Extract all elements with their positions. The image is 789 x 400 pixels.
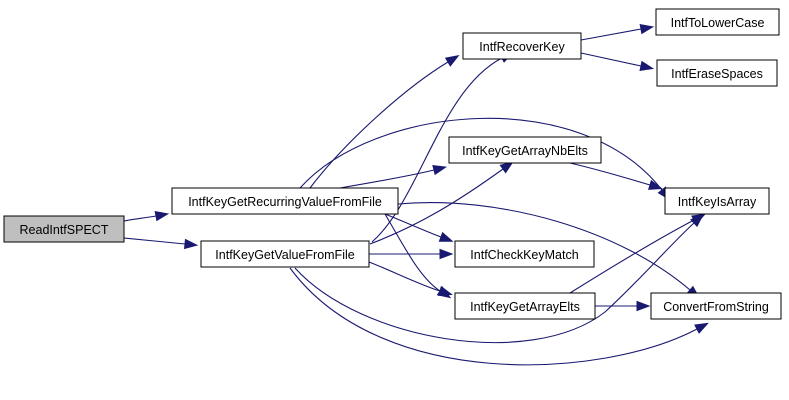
node-box[interactable] bbox=[650, 292, 782, 320]
edge-getvalue-to-convert bbox=[289, 267, 709, 366]
edge-recoverkey-to-tolower bbox=[580, 23, 655, 41]
edge-line bbox=[384, 213, 441, 292]
node-erasespaces[interactable]: IntfEraseSpaces bbox=[656, 59, 778, 87]
arrowhead-icon bbox=[636, 300, 651, 312]
node-box[interactable] bbox=[454, 240, 595, 268]
arrowhead-icon bbox=[691, 213, 706, 225]
node-recoverkey[interactable]: IntfRecoverKey bbox=[462, 32, 582, 60]
node-isarray[interactable]: IntfKeyIsArray bbox=[664, 187, 770, 215]
edge-line bbox=[309, 61, 449, 189]
node-label: IntfCheckKeyMatch bbox=[470, 248, 578, 262]
arrowhead-icon bbox=[694, 322, 709, 334]
edge-recurring-to-checkmatch bbox=[384, 213, 454, 242]
node-box[interactable] bbox=[171, 187, 399, 215]
edge-readintf-to-recurring bbox=[123, 210, 170, 222]
edge-line bbox=[384, 213, 442, 238]
arrowhead-icon bbox=[183, 238, 199, 250]
node-readintf[interactable]: ReadIntfSPECT bbox=[3, 215, 125, 243]
node-label: IntfKeyGetRecurringValueFromFile bbox=[188, 195, 382, 209]
edge-line bbox=[580, 52, 642, 67]
arrowhead-icon bbox=[639, 60, 655, 71]
node-box[interactable] bbox=[664, 187, 770, 215]
edge-recurring-to-recoverkey bbox=[309, 55, 460, 189]
arrowhead-icon bbox=[432, 165, 448, 176]
node-box[interactable] bbox=[656, 59, 778, 87]
node-label: IntfEraseSpaces bbox=[671, 67, 763, 81]
node-recurring[interactable]: IntfKeyGetRecurringValueFromFile bbox=[171, 187, 399, 215]
edge-getvalue-to-nbelts bbox=[369, 161, 514, 245]
edge-line bbox=[339, 169, 435, 189]
edge-line bbox=[397, 202, 691, 291]
node-label: IntfKeyGetArrayElts bbox=[470, 300, 580, 314]
node-label: ReadIntfSPECT bbox=[20, 223, 109, 237]
edge-line bbox=[368, 261, 441, 292]
arrowhead-icon bbox=[438, 231, 454, 242]
node-tolower[interactable]: IntfToLowerCase bbox=[655, 8, 780, 36]
node-checkmatch[interactable]: IntfCheckKeyMatch bbox=[454, 240, 595, 268]
edge-line bbox=[123, 237, 186, 245]
arrowhead-icon bbox=[438, 285, 453, 296]
node-arrayelts[interactable]: IntfKeyGetArrayElts bbox=[454, 292, 596, 320]
node-nbelts[interactable]: IntfKeyGetArrayNbElts bbox=[448, 136, 602, 164]
node-convert[interactable]: ConvertFromString bbox=[650, 292, 782, 320]
node-label: IntfKeyGetArrayNbElts bbox=[462, 144, 588, 158]
edge-nbelts-to-isarray bbox=[569, 162, 663, 190]
node-label: IntfRecoverKey bbox=[479, 40, 565, 54]
node-getvalue[interactable]: IntfKeyGetValueFromFile bbox=[200, 240, 370, 268]
edge-readintf-to-getvalue bbox=[123, 237, 199, 250]
edge-line bbox=[299, 117, 663, 191]
arrowhead-icon bbox=[444, 55, 460, 67]
edge-arrayelts-to-convert bbox=[595, 300, 651, 312]
node-label: IntfToLowerCase bbox=[671, 16, 765, 30]
node-box[interactable] bbox=[462, 32, 582, 60]
edge-line bbox=[294, 222, 695, 344]
arrowhead-icon bbox=[154, 210, 170, 222]
edge-line bbox=[369, 168, 504, 245]
edge-line bbox=[580, 28, 642, 41]
node-box[interactable] bbox=[448, 136, 602, 164]
node-box[interactable] bbox=[200, 240, 370, 268]
edge-line bbox=[289, 267, 698, 366]
edge-getvalue-to-arrayelts bbox=[368, 261, 453, 296]
node-box[interactable] bbox=[454, 292, 596, 320]
edge-line bbox=[569, 219, 695, 294]
node-box[interactable] bbox=[655, 8, 780, 36]
edge-recoverkey-to-erasespaces bbox=[580, 52, 655, 71]
edge-line bbox=[569, 162, 651, 186]
edge-getvalue-to-isarray bbox=[294, 213, 704, 344]
edge-getvalue-to-checkmatch bbox=[369, 248, 454, 260]
edge-arrayelts-to-isarray bbox=[569, 213, 706, 294]
edge-recurring-to-nbelts bbox=[339, 165, 448, 189]
node-label: IntfKeyIsArray bbox=[678, 195, 757, 209]
edge-line bbox=[371, 57, 503, 243]
node-layer: ReadIntfSPECT IntfKeyGetRecurringValueFro… bbox=[3, 8, 782, 320]
node-label: ConvertFromString bbox=[663, 300, 769, 314]
edge-line bbox=[123, 215, 157, 222]
arrowhead-icon bbox=[499, 161, 514, 174]
arrowhead-icon bbox=[439, 248, 454, 260]
node-box[interactable] bbox=[3, 215, 125, 243]
arrowhead-icon bbox=[639, 23, 655, 35]
arrowhead-icon bbox=[648, 179, 663, 190]
node-label: IntfKeyGetValueFromFile bbox=[215, 248, 354, 262]
